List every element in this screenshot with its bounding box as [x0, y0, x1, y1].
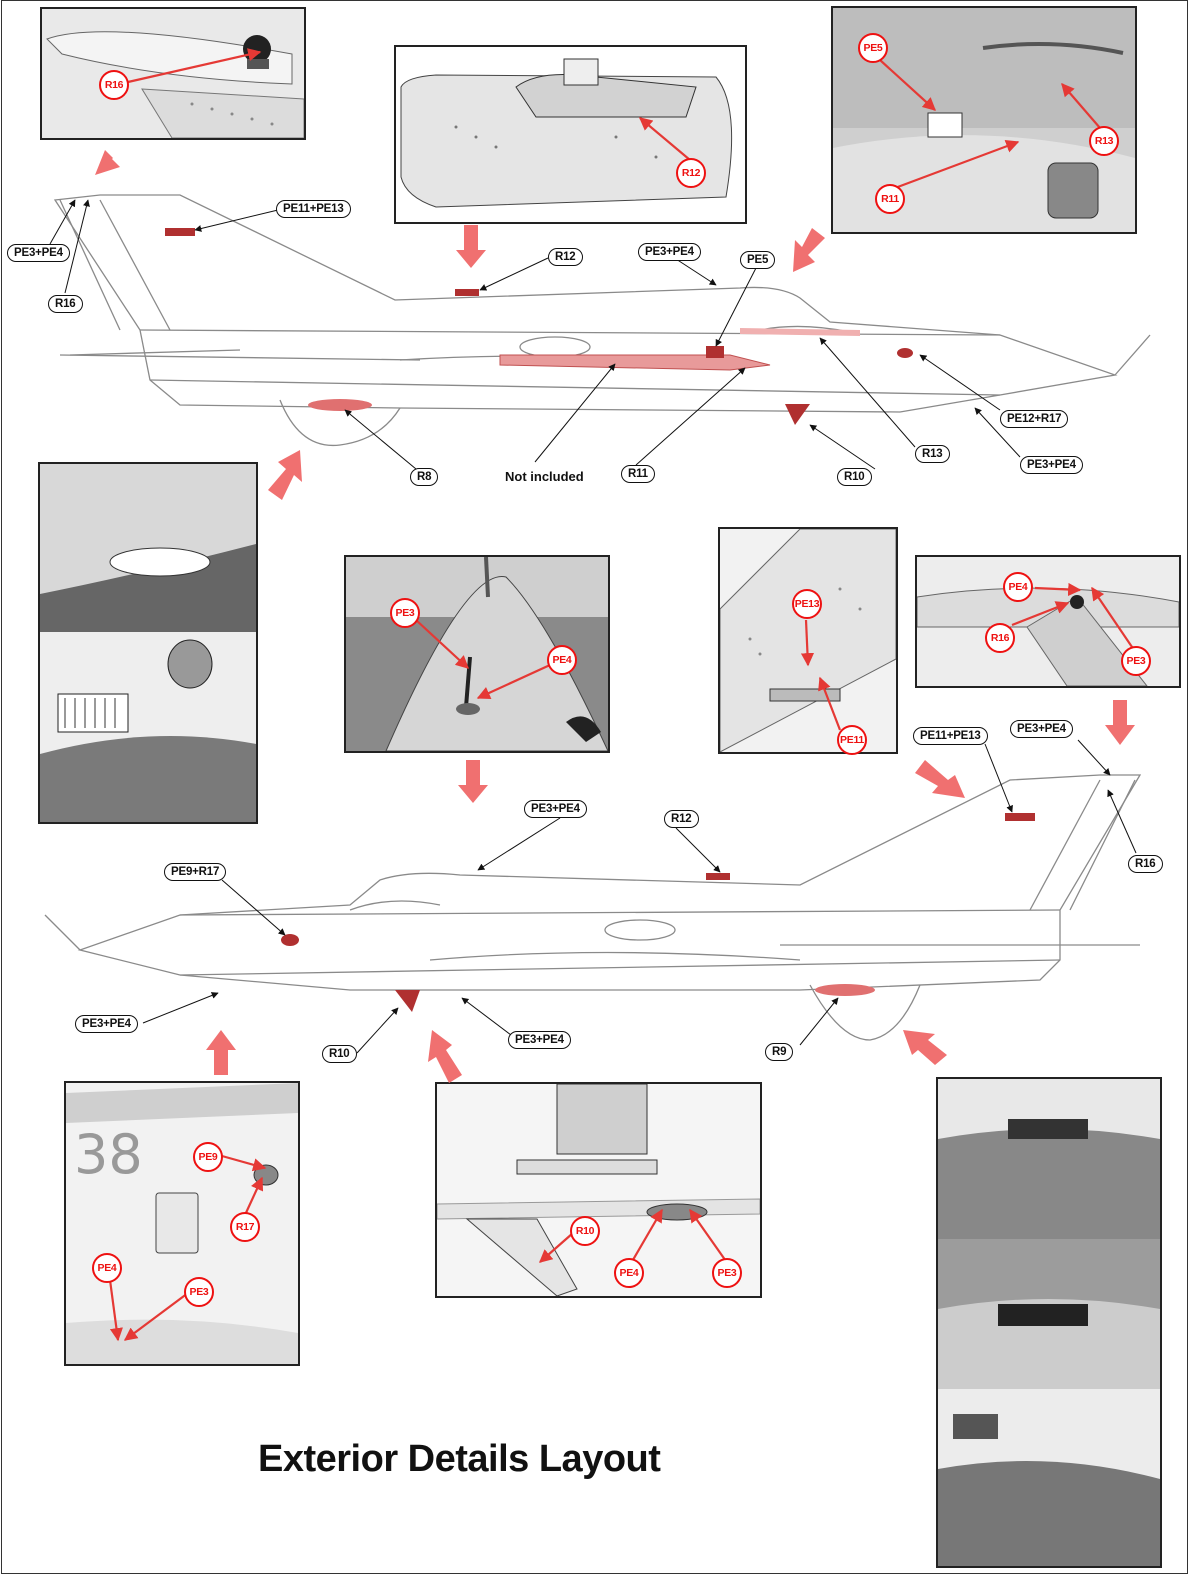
- photo-label-pe3-nose: PE3: [184, 1277, 214, 1307]
- photo-label-pe3-fin: PE3: [1121, 646, 1151, 676]
- callout-bottom-pe9-r17: PE9+R17: [164, 863, 227, 881]
- detail-photo-spine-antenna: [344, 555, 610, 753]
- photo-label-r16-probe: R16: [985, 623, 1015, 653]
- callout-bottom-r10: R10: [322, 1045, 357, 1063]
- detail-photo-ventral-intakes: [936, 1077, 1162, 1568]
- callout-bottom-pe11-pe13: PE11+PE13: [913, 727, 988, 745]
- photo-label-pe11: PE11: [837, 725, 867, 755]
- callout-top-r16: R16: [48, 295, 83, 313]
- callout-top-r13: R13: [915, 445, 950, 463]
- photo-label-pe13: PE13: [792, 589, 822, 619]
- detail-photo-nose-side: 38: [64, 1081, 300, 1366]
- callout-bottom-pe3-pe4-nose: PE3+PE4: [75, 1015, 138, 1033]
- callout-bottom-pe3-pe4-fin: PE3+PE4: [1010, 720, 1073, 738]
- callout-top-r8: R8: [410, 468, 439, 486]
- detail-photo-ventral-fin: [435, 1082, 762, 1298]
- photo-label-pe3-belly: PE3: [712, 1258, 742, 1288]
- callout-bottom-pe3-pe4-belly: PE3+PE4: [508, 1031, 571, 1049]
- callout-bottom-r16: R16: [1128, 855, 1163, 873]
- photo-label-r17: R17: [230, 1212, 260, 1242]
- photo-label-r16-fin: R16: [99, 70, 129, 100]
- callout-top-pe3-pe4-nose: PE3+PE4: [1020, 456, 1083, 474]
- callout-top-r12: R12: [548, 248, 583, 266]
- callout-top-pe3-pe4-fin: PE3+PE4: [7, 244, 70, 262]
- photo-label-r13: R13: [1089, 126, 1119, 156]
- callout-bottom-r9: R9: [765, 1043, 794, 1061]
- callout-top-r10: R10: [837, 468, 872, 486]
- photo-label-pe9: PE9: [193, 1142, 223, 1172]
- callout-top-pe11-pe13: PE11+PE13: [276, 200, 351, 218]
- detail-photo-spine-fairing: [394, 45, 747, 224]
- detail-photo-fin-antenna: [718, 527, 898, 754]
- callout-top-pe12-r17: PE12+R17: [1000, 410, 1069, 428]
- photo-label-pe4-nose: PE4: [92, 1253, 122, 1283]
- svg-text:38: 38: [74, 1123, 143, 1186]
- callout-top-pe3-pe4-spine: PE3+PE4: [638, 243, 701, 261]
- photo-label-r12: R12: [676, 158, 706, 188]
- callout-bottom-pe3-pe4-spine: PE3+PE4: [524, 800, 587, 818]
- callout-top-pe5: PE5: [740, 251, 776, 269]
- callout-top-r11: R11: [621, 465, 655, 483]
- page-title: Exterior Details Layout: [258, 1438, 661, 1480]
- photo-label-r10: R10: [570, 1216, 600, 1246]
- photo-label-pe4-spine: PE4: [547, 645, 577, 675]
- photo-label-pe4-fin: PE4: [1003, 572, 1033, 602]
- photo-label-pe3-spine: PE3: [390, 598, 420, 628]
- photo-label-r11: R11: [875, 184, 905, 214]
- callout-bottom-r12: R12: [664, 810, 699, 828]
- photo-label-pe5: PE5: [858, 33, 888, 63]
- note-not-included: Not included: [505, 469, 584, 484]
- detail-photo-intake-closeups: [38, 462, 258, 824]
- detail-photo-fin-tip: [40, 7, 306, 140]
- photo-label-pe4-belly: PE4: [614, 1258, 644, 1288]
